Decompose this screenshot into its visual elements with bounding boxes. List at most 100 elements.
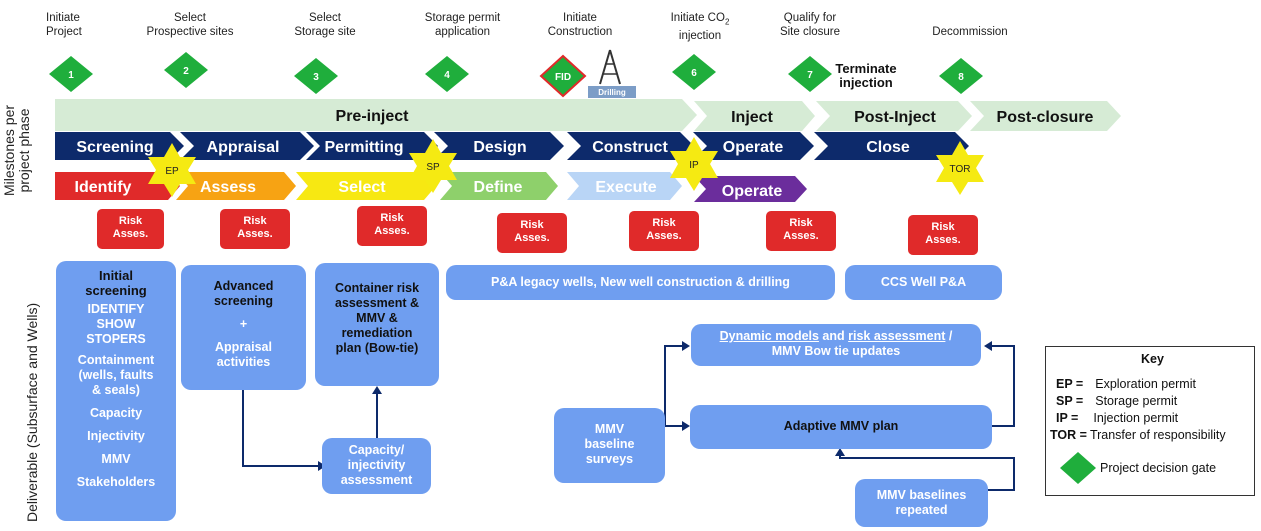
- svg-text:Drilling: Drilling: [598, 88, 626, 97]
- svg-text:FID: FID: [555, 72, 571, 83]
- legend-key: Key EP =Exploration permit SP =Storage p…: [1045, 346, 1255, 496]
- milestone-label-2: Select Prospective sites: [146, 12, 234, 38]
- terminate-injection-label: Terminate injection: [835, 61, 897, 90]
- svg-text:Construct: Construct: [592, 139, 668, 156]
- svg-text:Identify: Identify: [75, 179, 132, 196]
- wells-box: P&A legacy wells, New well construction …: [446, 265, 835, 300]
- drilling-rig-icon: Drilling: [588, 49, 636, 98]
- initial-screening-title: Initial screening: [85, 268, 147, 298]
- svg-text:Permitting: Permitting: [324, 139, 403, 156]
- risk-assessment-7: Risk Asses.: [908, 215, 978, 255]
- permit-star-ep: EP: [148, 143, 196, 197]
- key-row-ip: IP =Injection permit: [1056, 411, 1179, 425]
- svg-text:1: 1: [68, 70, 74, 81]
- lifecycle-select: Select: [296, 172, 436, 200]
- key-title: Key: [1141, 352, 1164, 366]
- gate-3[interactable]: 3: [294, 58, 338, 94]
- milestone-label-5: Initiate Construction: [547, 12, 613, 38]
- phase-pre-inject: Pre-inject: [55, 99, 697, 131]
- key-gate-diamond-icon: [1060, 452, 1096, 484]
- lifecycle-define: Define: [440, 172, 558, 200]
- key-row-sp: SP =Storage permit: [1056, 394, 1178, 408]
- plus-sign: +: [239, 317, 248, 331]
- svg-text:IP: IP: [689, 160, 699, 171]
- injectivity-item: Injectivity: [87, 429, 145, 443]
- milestone-label-4: Storage permit application: [424, 12, 501, 38]
- container-risk-box: Container risk assessment & MMV & remedi…: [315, 263, 439, 386]
- stage-screening: Screening: [55, 132, 184, 160]
- capacity-item: Capacity: [89, 406, 143, 420]
- gate-7[interactable]: 7: [788, 56, 832, 92]
- lifecycle-assess: Assess: [176, 172, 296, 200]
- advanced-screening-title: Advanced screening: [213, 279, 274, 308]
- capacity-injectivity-box: Capacity/ injectivity assessment: [322, 438, 431, 494]
- svg-text:Appraisal: Appraisal: [207, 139, 280, 156]
- svg-text:Post-Inject: Post-Inject: [854, 109, 936, 126]
- svg-text:Execute: Execute: [595, 179, 656, 196]
- svg-text:6: 6: [691, 68, 697, 79]
- advanced-screening-box: Advanced screening + Appraisal activitie…: [181, 265, 306, 390]
- svg-text:Pre-inject: Pre-inject: [336, 108, 410, 125]
- phase-post-closure: Post-closure: [970, 101, 1121, 131]
- stage-design: Design: [434, 132, 564, 160]
- ccs-well-pa-box: CCS Well P&A: [845, 265, 1002, 300]
- gate-8[interactable]: 8: [939, 58, 983, 94]
- appraisal-activities: Appraisal activities: [215, 340, 272, 369]
- dynamic-models-box: Dynamic models and risk assessment / MMV…: [691, 324, 981, 366]
- risk-assessment-link[interactable]: risk assessment: [848, 329, 946, 343]
- identify-show-stopers: IDENTIFY SHOW STOPERS: [86, 302, 146, 346]
- permit-star-sp: SP: [409, 139, 457, 193]
- risk-assessment-6: Risk Asses.: [766, 211, 836, 251]
- stage-appraisal: Appraisal: [180, 132, 314, 160]
- phase-inject: Inject: [694, 101, 815, 131]
- milestone-label-1: Initiate Project: [46, 12, 82, 38]
- svg-text:Define: Define: [474, 179, 523, 196]
- mmv-item: MMV: [101, 452, 131, 466]
- milestone-label-3: Select Storage site: [294, 12, 356, 38]
- svg-text:Operate: Operate: [722, 183, 783, 200]
- svg-text:2: 2: [183, 66, 189, 77]
- risk-assessment-4: Risk Asses.: [497, 213, 567, 253]
- gate-fid[interactable]: FID: [539, 54, 587, 98]
- stage-construct: Construct: [567, 132, 694, 160]
- svg-text:Operate: Operate: [723, 139, 784, 156]
- mmv-baseline-box: MMV baseline surveys: [554, 408, 665, 483]
- svg-text:Inject: Inject: [731, 109, 773, 126]
- dynamic-and: and: [818, 329, 849, 343]
- svg-text:Screening: Screening: [76, 139, 153, 156]
- risk-assessment-5: Risk Asses.: [629, 211, 699, 251]
- milestone-label-7: Qualify for Site closure: [779, 12, 841, 38]
- risk-assessment-1: Risk Asses.: [97, 209, 164, 249]
- permit-star-ip: IP: [670, 137, 718, 191]
- stakeholders-item: Stakeholders: [76, 475, 156, 489]
- svg-text:3: 3: [313, 72, 319, 83]
- stage-permitting: Permitting: [306, 132, 438, 160]
- gate-6[interactable]: 6: [672, 54, 716, 90]
- key-row-gate: Project decision gate: [1100, 461, 1217, 475]
- gate-4[interactable]: 4: [425, 56, 469, 92]
- lifecycle-identify: Identify: [55, 172, 180, 200]
- svg-text:SP: SP: [426, 162, 440, 173]
- svg-text:Close: Close: [866, 139, 910, 156]
- svg-text:Assess: Assess: [200, 179, 256, 196]
- lifecycle-operate: Operate: [694, 176, 807, 202]
- permit-star-tor: TOR: [936, 141, 984, 195]
- initial-screening-box: Initial screening IDENTIFY SHOW STOPERS …: [56, 261, 176, 521]
- stage-operate: Operate: [693, 132, 814, 160]
- svg-text:7: 7: [807, 70, 813, 81]
- dynamic-models-link[interactable]: Dynamic models: [719, 329, 819, 343]
- gate-1[interactable]: 1: [49, 56, 93, 92]
- risk-assessment-2: Risk Asses.: [220, 209, 290, 249]
- svg-text:Select: Select: [338, 179, 386, 196]
- lifecycle-execute: Execute: [567, 172, 682, 200]
- svg-text:EP: EP: [165, 166, 179, 177]
- gate-2[interactable]: 2: [164, 52, 208, 88]
- containment-item: Containment (wells, faults & seals): [77, 353, 155, 397]
- bow-tie-updates: / MMV Bow tie updates: [771, 329, 953, 358]
- stage-close: Close: [814, 132, 969, 160]
- svg-text:4: 4: [444, 70, 450, 81]
- phase-post-inject: Post-Inject: [816, 101, 972, 131]
- svg-text:Post-closure: Post-closure: [997, 109, 1094, 126]
